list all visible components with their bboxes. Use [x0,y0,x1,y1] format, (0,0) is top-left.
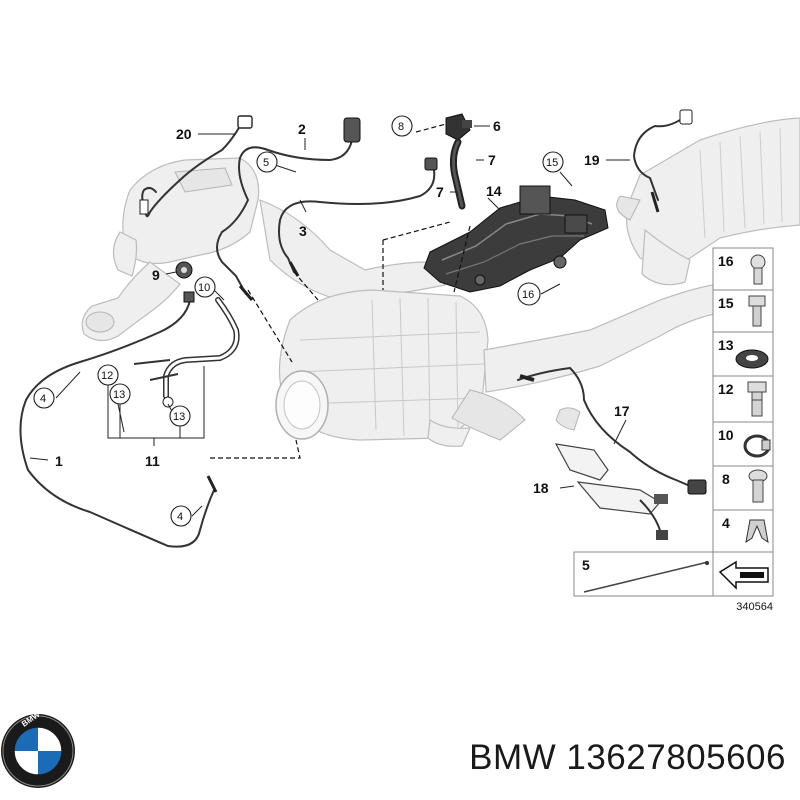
callout-4b: 4 [177,511,183,523]
callout-7a: 7 [488,152,496,168]
callout-5-circle [256,151,278,173]
callout-1: 1 [55,453,63,469]
callouts: 20 2 5 8 6 7 7 15 19 14 3 9 10 16 4 12 1… [33,115,630,527]
callout-6: 6 [493,118,501,134]
sensor-2-cable [216,117,361,301]
callout-18: 18 [533,480,549,496]
callout-16: 16 [522,289,534,301]
screw-icon [750,254,766,285]
sensor-19-cable [632,109,693,213]
callout-17: 17 [614,403,630,419]
callout-15: 15 [546,157,558,169]
hose-7 [449,138,466,210]
legend-cell-16 [712,247,774,291]
sensor-17-cable [517,366,707,495]
callout-14: 14 [486,183,502,199]
bmw-logo-icon: BMW [1,710,75,788]
legend-label-10: 10 [718,427,734,443]
sensor-20 [139,115,253,218]
cable-1 [19,291,218,548]
legend-label-8: 8 [722,471,730,487]
callout-16-circle [517,282,541,306]
hose-10-sensor [133,297,240,408]
callout-12-circle [97,364,119,386]
callout-12: 12 [101,370,113,382]
hex-bolt-icon [748,295,766,327]
legend-label-5: 5 [582,557,590,573]
callout-2: 2 [298,121,306,137]
legend-label-12: 12 [718,381,734,397]
callout-10-circle [194,276,216,298]
arrow-icon [712,551,774,597]
callout-4b-circle [170,505,192,527]
bracket-18 [554,443,668,541]
washer-icon [735,349,769,369]
callout-13b-circle [169,405,191,427]
callout-20: 20 [176,126,192,142]
parts-legend: 16 15 13 12 10 8 [573,247,774,613]
legend-label-4: 4 [722,515,730,531]
callout-13b: 13 [173,411,185,423]
callout-13a-circle [109,383,131,405]
callout-11: 11 [145,453,160,469]
torx-bolt-icon [748,469,768,503]
legend-label-16: 16 [718,253,734,269]
callout-13a: 13 [113,389,125,401]
hose-clamp-icon [743,434,771,458]
legend-label-13: 13 [718,337,734,353]
callout-8: 8 [398,121,404,133]
callout-3: 3 [299,223,307,239]
sensor-3-cable [278,157,438,277]
callout-15-circle [542,151,564,173]
dashed-leaders [210,123,471,459]
callout-19: 19 [584,152,600,168]
clip-icon [745,519,769,544]
callout-4a-circle [33,387,55,409]
legend-label-15: 15 [718,295,734,311]
callout-10: 10 [198,282,210,294]
diagram-number: 340564 [736,601,773,613]
cable-tie-icon [583,561,709,593]
sensor-9 [175,261,193,279]
sensor-6 [445,113,472,141]
banjo-bolt-icon [747,381,767,417]
callout-5: 5 [263,157,269,169]
callout-4a: 4 [40,393,46,405]
callout-9: 9 [152,267,160,283]
callout-8-circle [391,115,413,137]
brand-part-number: BMW 13627805606 [469,738,786,777]
callout-7b: 7 [436,184,444,200]
bracket-14 [423,185,609,293]
exhaust-assembly-background [81,117,800,447]
